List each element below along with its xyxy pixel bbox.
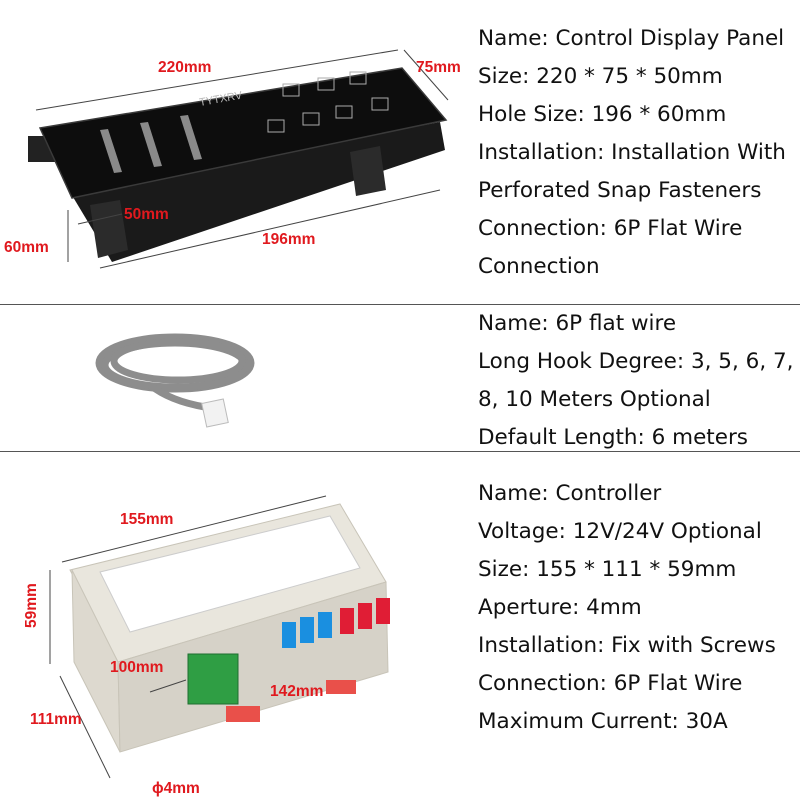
wire-section: Name: 6P flat wire Long Hook Degree: 3, … (0, 305, 800, 451)
controller-section: 155mm 59mm 100mm 142mm 111mm ϕ4mm Name: … (0, 452, 800, 800)
rj-connector (201, 398, 229, 428)
terminal-block (187, 653, 239, 705)
control-panel-illustration: TYTXRV 220mm 75mm 50mm 60mm 196mm (4, 49, 461, 269)
panel-button-icon (349, 71, 367, 85)
level-bar-2 (140, 122, 162, 167)
controller-length-dimension: 155mm (120, 511, 173, 528)
spec-line: Connection: 6P Flat Wire (478, 216, 743, 241)
panel-hole-width-dimension: 196mm (262, 231, 315, 248)
spec-line: Connection (478, 254, 600, 279)
controller-spec-list: Name: Controller Voltage: 12V/24V Option… (478, 475, 776, 741)
panel-button-icon (267, 119, 285, 133)
panel-depth-dimension: 75mm (416, 59, 461, 76)
panel-button-icon (302, 112, 320, 126)
controller-illustration: 155mm 59mm 100mm 142mm 111mm ϕ4mm (23, 495, 390, 797)
controller-width-dimension: 111mm (30, 711, 82, 728)
panel-top-face (38, 67, 448, 199)
panel-button-icon (335, 105, 353, 119)
controller-hole-dimension: ϕ4mm (152, 780, 200, 797)
panel-button-icon (371, 97, 389, 111)
mounting-foot (226, 706, 260, 722)
spec-line: Name: Controller (478, 481, 662, 506)
panel-dimension-lines (35, 49, 449, 269)
spec-line: Name: 6P flat wire (478, 311, 677, 336)
spec-line: Installation: Fix with Screws (478, 633, 776, 658)
level-bar-1 (100, 129, 122, 173)
spec-line: Long Hook Degree: 3, 5, 6, 7, (478, 349, 794, 374)
panel-spec-list: Name: Control Display Panel Size: 220 * … (478, 20, 786, 286)
spec-line: 8, 10 Meters Optional (478, 387, 711, 412)
spec-line: Aperture: 4mm (478, 595, 642, 620)
panel-button-icon (282, 83, 300, 97)
spec-line: Name: Control Display Panel (478, 26, 785, 51)
section-divider (0, 451, 800, 452)
panel-width-dimension: 220mm (158, 59, 211, 76)
section-divider (0, 304, 800, 305)
controller-terminal-dimension: 142mm (270, 683, 323, 700)
wire-spec-list: Name: 6P flat wire Long Hook Degree: 3, … (478, 305, 794, 457)
snap-fastener-right (350, 146, 386, 196)
panel-height-dimension: 50mm (124, 206, 169, 223)
panel-button-icon (317, 77, 335, 91)
mounting-foot (326, 680, 356, 694)
spec-line: Installation: Installation With (478, 140, 786, 165)
controller-inner-dimension: 100mm (110, 659, 163, 676)
panel-section: TYTXRV 220mm 75mm 50mm 60mm 196mm Name: … (0, 0, 800, 304)
fuse-row (282, 598, 390, 648)
controller-label-sticker (99, 515, 361, 633)
controller-height-dimension: 59mm (23, 583, 40, 628)
spec-line: Default Length: 6 meters (478, 425, 749, 450)
spec-line: Voltage: 12V/24V Optional (478, 519, 762, 544)
panel-hole-height-dimension: 60mm (4, 239, 49, 256)
spec-line: Connection: 6P Flat Wire (478, 671, 743, 696)
spec-line: Size: 220 * 75 * 50mm (478, 64, 723, 89)
wire-lead (147, 382, 206, 411)
level-bar-3 (180, 115, 202, 160)
controller-dimension-lines (49, 495, 327, 779)
spec-line: Maximum Current: 30A (478, 709, 728, 734)
spec-line: Size: 155 * 111 * 59mm (478, 557, 737, 582)
spec-line: Hole Size: 196 * 60mm (478, 102, 727, 127)
flat-wire-illustration (95, 333, 255, 428)
spec-line: Perforated Snap Fasteners (478, 178, 762, 203)
wire-coil (95, 333, 255, 393)
